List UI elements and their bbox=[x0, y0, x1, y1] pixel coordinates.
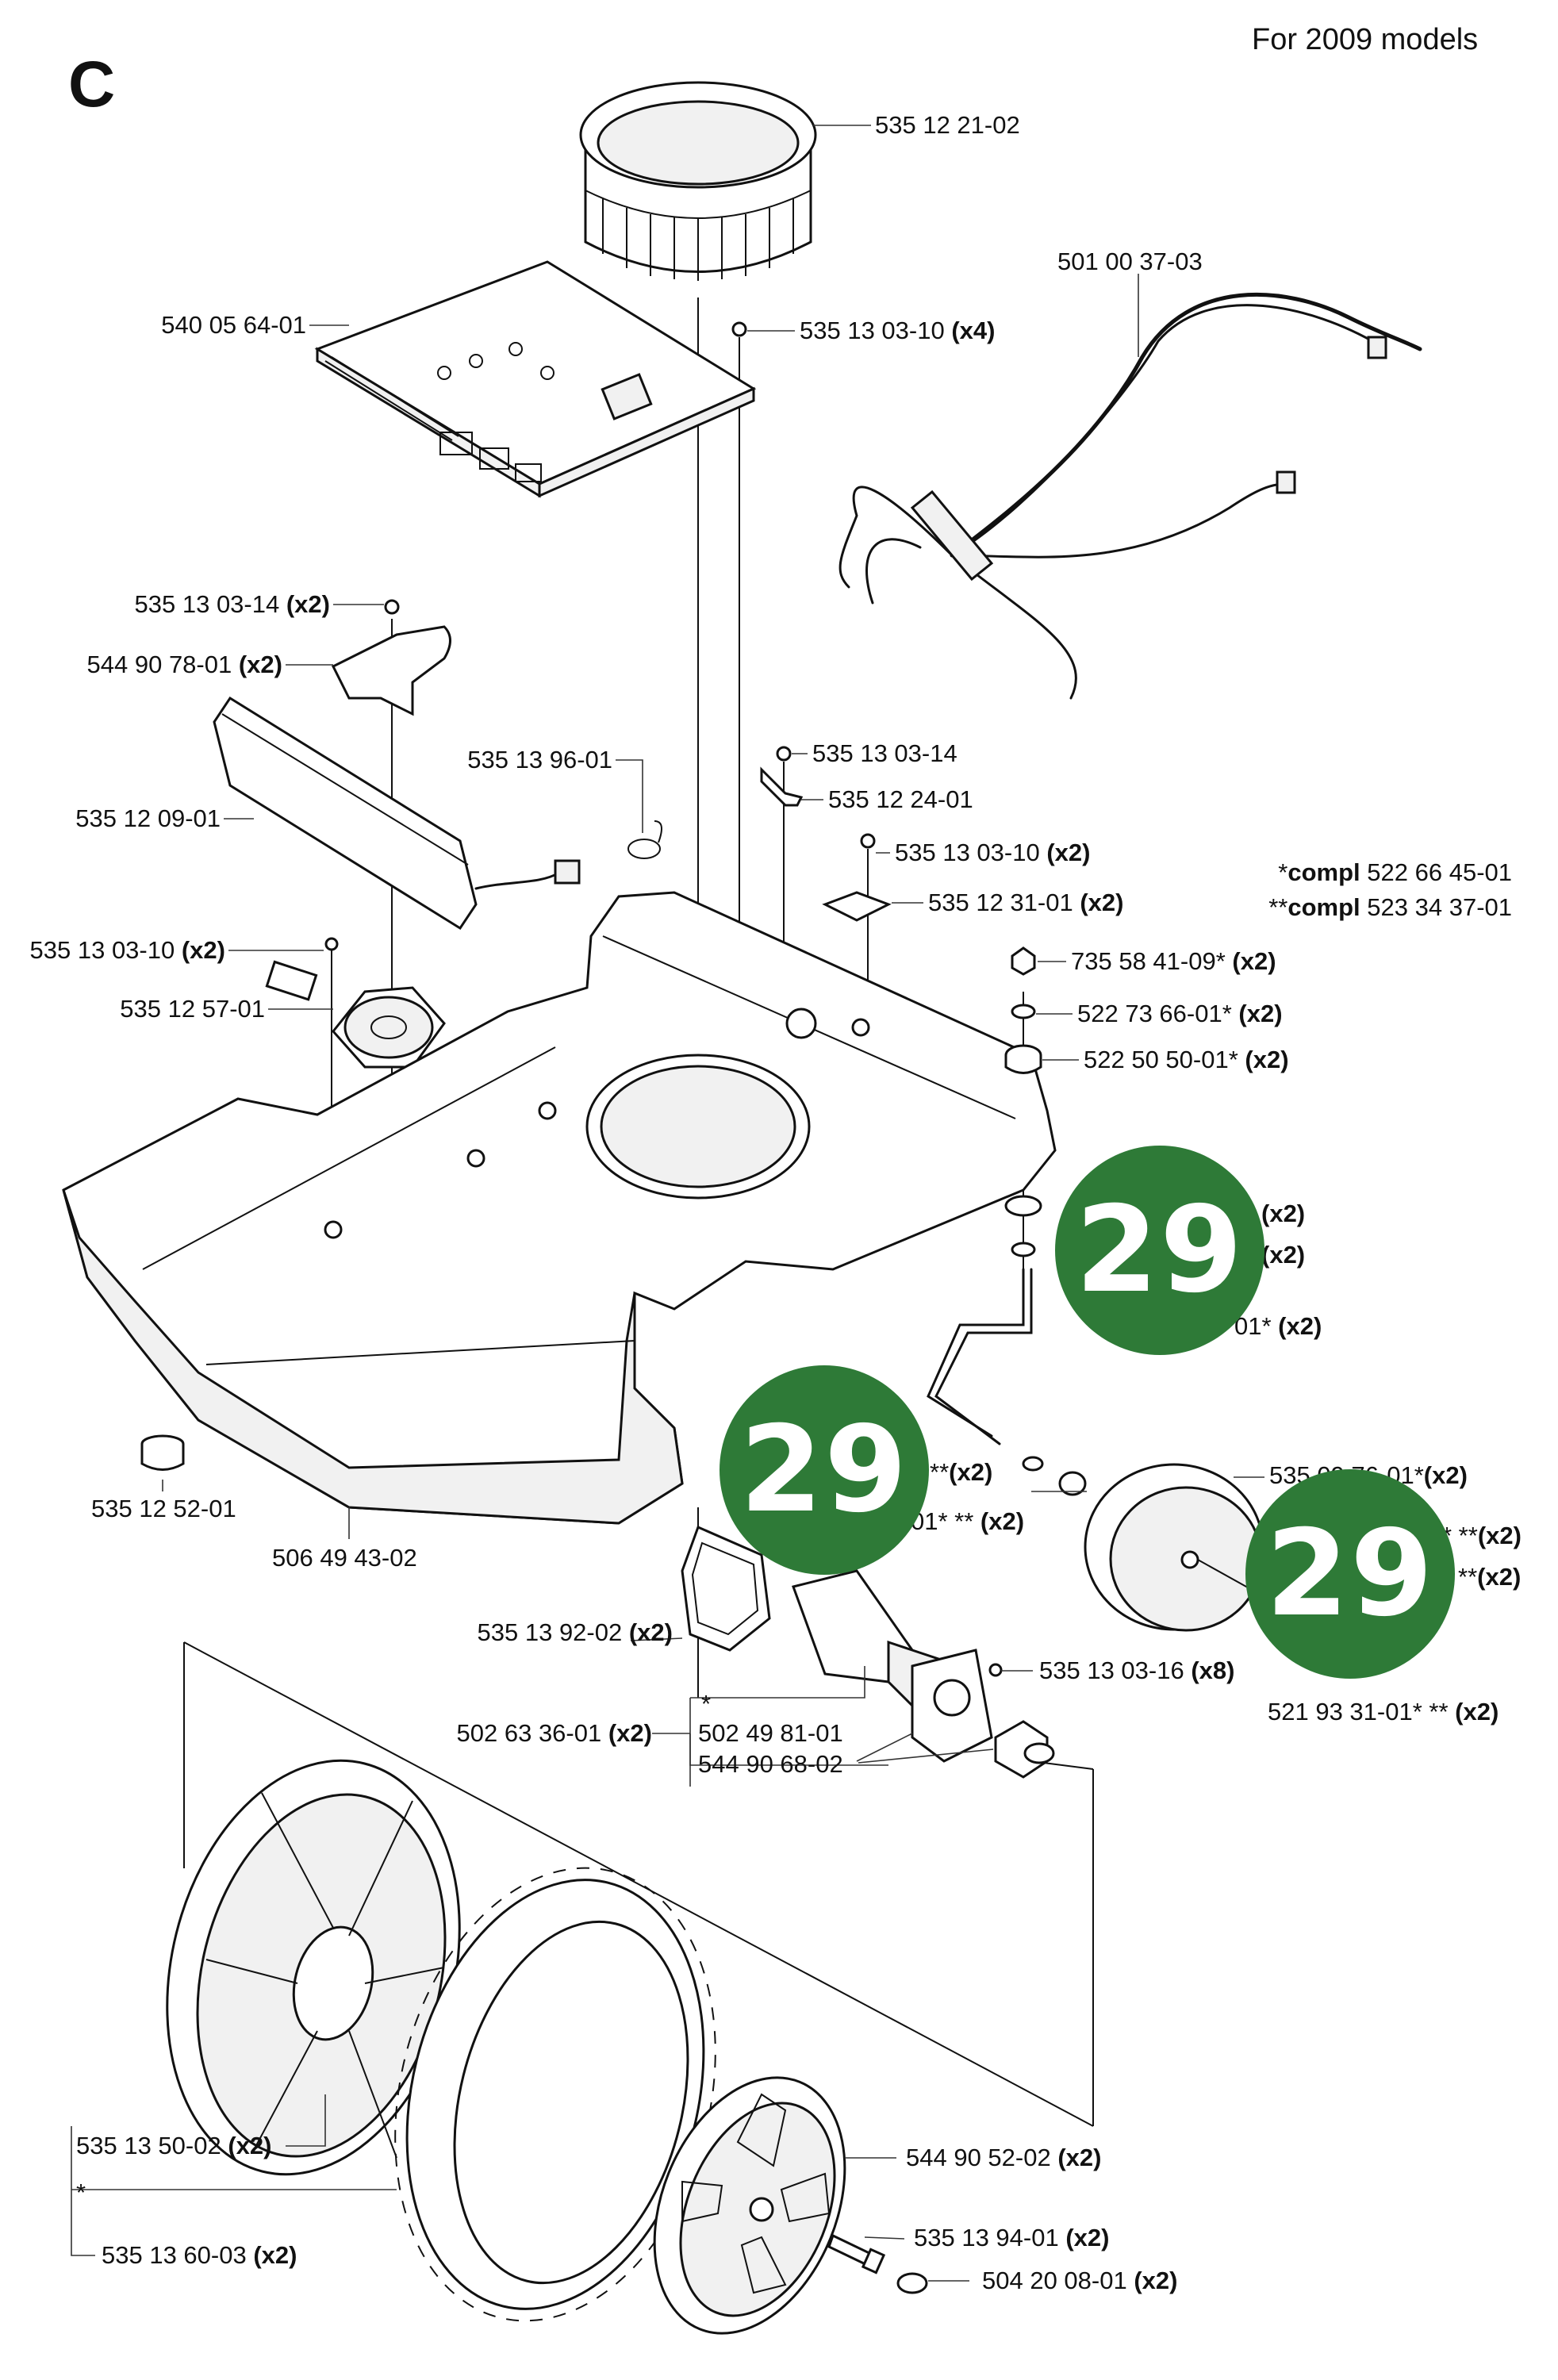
screws bbox=[324, 321, 1003, 1677]
part-label: 535 13 03-10 (x2) bbox=[895, 839, 1091, 866]
part-label: * **(x2) bbox=[1442, 1522, 1522, 1549]
part-label: 504 20 08-01 (x2) bbox=[982, 2267, 1178, 2294]
battery-pack bbox=[213, 696, 581, 931]
part-label: **(x2) bbox=[1458, 1563, 1522, 1591]
lift-sensor-hook bbox=[627, 820, 662, 859]
sensor-bracket bbox=[760, 766, 804, 807]
part-label: 540 05 64-01 bbox=[161, 311, 306, 339]
part-label: 506 49 43-02 bbox=[272, 1544, 417, 1572]
kit-note: **compl 523 34 37-01 bbox=[1268, 893, 1512, 921]
part-label: 544 90 68-02 bbox=[698, 1750, 843, 1778]
part-label: 521 93 31-01* ** (x2) bbox=[1268, 1698, 1499, 1726]
screw-cover-cap bbox=[896, 2272, 928, 2294]
wheel-screw bbox=[827, 2233, 886, 2274]
part-label: 01* (x2) bbox=[1234, 1312, 1322, 1340]
leader-lines bbox=[71, 125, 1353, 2282]
front-wheel bbox=[1084, 1463, 1264, 1632]
page-reference-badge[interactable]: 29 bbox=[1245, 1469, 1455, 1679]
bumper-ring bbox=[579, 81, 817, 281]
part-label: 501 00 37-03 bbox=[1057, 248, 1203, 275]
front-wheel-axle bbox=[927, 1268, 1087, 1496]
part-label: 535 12 24-01 bbox=[828, 785, 973, 813]
part-label: **(x2) bbox=[930, 1458, 993, 1486]
part-label: 535 13 96-01 bbox=[467, 746, 612, 774]
part-label: * bbox=[701, 1690, 712, 1718]
kit-note: *compl 522 66 45-01 bbox=[1278, 858, 1512, 886]
part-label: 535 13 60-03 (x2) bbox=[102, 2241, 297, 2269]
part-label: 535 12 21-02 bbox=[875, 111, 1020, 139]
part-label: 535 12 57-01 bbox=[120, 995, 265, 1023]
part-label: (x2) bbox=[1261, 1200, 1306, 1227]
part-label: 544 90 52-02 (x2) bbox=[906, 2144, 1102, 2171]
part-label: 535 13 50-02 (x2) bbox=[76, 2132, 272, 2159]
part-label: 01* ** (x2) bbox=[911, 1507, 1025, 1535]
part-label: 522 73 66-01* (x2) bbox=[1077, 1000, 1283, 1027]
chassis-bushing bbox=[140, 1434, 185, 1471]
loudspeaker bbox=[265, 960, 446, 1069]
part-label: 502 63 36-01 (x2) bbox=[456, 1719, 652, 1747]
part-label: 535 12 31-01 (x2) bbox=[928, 889, 1124, 916]
rear-wheel-rim bbox=[166, 1759, 461, 2176]
part-label: 535 13 03-14 (x2) bbox=[134, 590, 330, 618]
part-label: (x2) bbox=[1261, 1241, 1306, 1269]
front-wheel-bearings bbox=[1004, 946, 1042, 1257]
part-label: 535 13 94-01 (x2) bbox=[914, 2224, 1110, 2251]
battery-bracket bbox=[331, 625, 451, 716]
part-label: 535 13 03-10 (x2) bbox=[29, 936, 225, 964]
page-reference-badge[interactable]: 29 bbox=[720, 1365, 929, 1575]
wheel-hub-cap bbox=[653, 2076, 846, 2335]
section-letter: C bbox=[68, 48, 116, 121]
part-label: 535 12 09-01 bbox=[75, 804, 221, 832]
drive-motor bbox=[792, 1569, 993, 1763]
part-label: 535 12 52-01 bbox=[91, 1495, 236, 1522]
motor-gasket bbox=[681, 1525, 771, 1652]
wire-harness bbox=[838, 292, 1422, 700]
main-circuit-board bbox=[314, 260, 757, 498]
chassis-body bbox=[62, 891, 1057, 1525]
page-reference-badge[interactable]: 29 bbox=[1055, 1146, 1264, 1355]
collision-sensor-plate bbox=[822, 891, 892, 922]
part-label: 544 90 78-01 (x2) bbox=[86, 651, 282, 678]
part-label: 535 13 03-10 (x4) bbox=[800, 317, 996, 344]
part-label: 535 13 92-02 (x2) bbox=[477, 1618, 673, 1646]
part-label: 535 13 03-14 bbox=[812, 739, 957, 767]
part-label: 535 13 03-16 (x8) bbox=[1039, 1656, 1235, 1684]
part-label: 522 50 50-01* (x2) bbox=[1084, 1046, 1289, 1073]
part-label: * bbox=[76, 2178, 86, 2206]
wheel-hub-adapter bbox=[994, 1720, 1055, 1779]
part-label: 502 49 81-01 bbox=[698, 1719, 843, 1747]
model-year-note: For 2009 models bbox=[1252, 23, 1479, 56]
part-label: 735 58 41-09* (x2) bbox=[1071, 947, 1276, 975]
